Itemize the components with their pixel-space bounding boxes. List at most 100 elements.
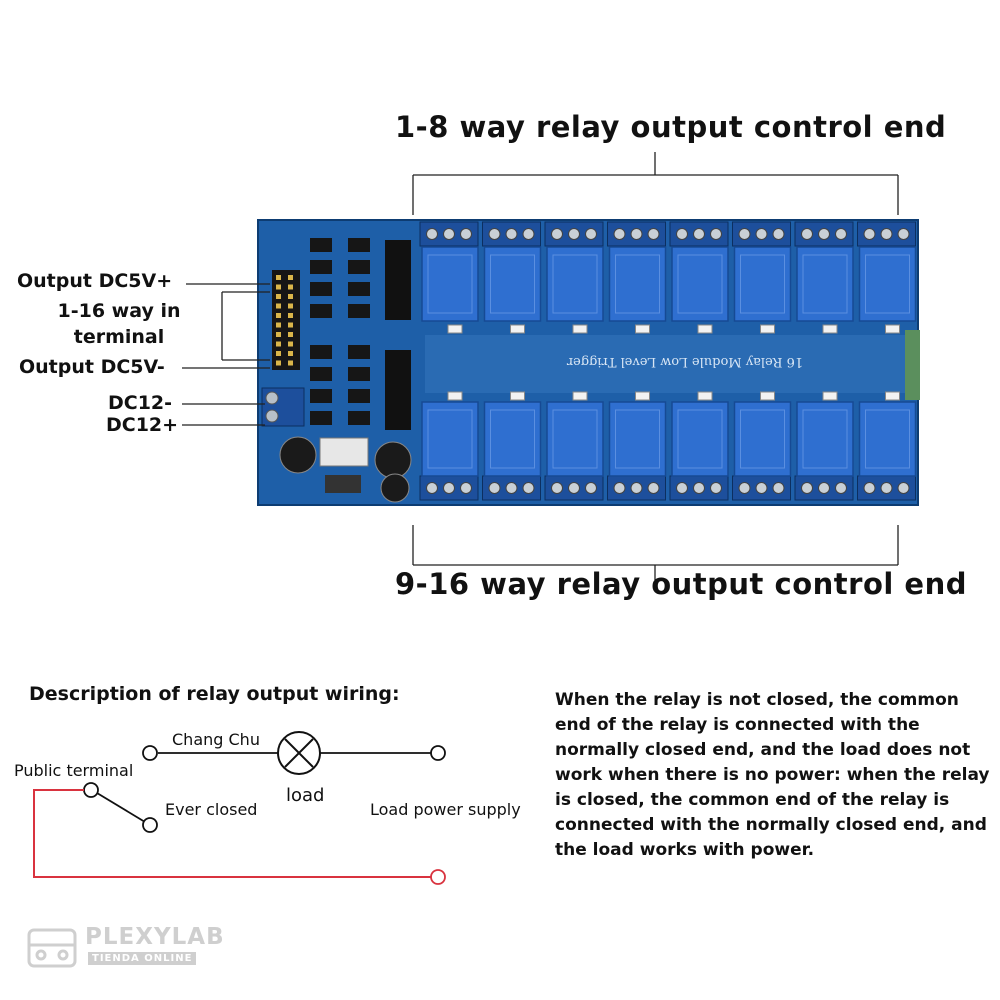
screw bbox=[585, 482, 597, 494]
screw bbox=[460, 482, 472, 494]
relay-label-area bbox=[615, 254, 660, 314]
header-pin bbox=[288, 294, 293, 299]
screw bbox=[488, 228, 501, 240]
relay bbox=[858, 246, 917, 322]
relay bbox=[671, 246, 729, 322]
relay-led bbox=[447, 324, 463, 334]
watermark-name: PLEXYLAB bbox=[85, 924, 225, 950]
relay-label-area bbox=[490, 254, 535, 314]
optocoupler bbox=[310, 238, 332, 252]
input-terminal-label: 1-16 way in terminal bbox=[57, 300, 181, 348]
optocoupler bbox=[310, 304, 332, 318]
screw bbox=[835, 228, 847, 240]
relay-label-area bbox=[802, 254, 848, 314]
header-pin bbox=[276, 341, 281, 347]
optocoupler bbox=[348, 304, 370, 318]
relay-label-area bbox=[740, 254, 785, 314]
screw bbox=[693, 482, 705, 494]
screw bbox=[801, 482, 813, 494]
screw bbox=[443, 482, 455, 494]
screw bbox=[488, 482, 501, 494]
screw bbox=[505, 228, 518, 240]
screw bbox=[551, 228, 563, 240]
header-pin bbox=[288, 313, 293, 318]
wiring-title: Description of relay output wiring: bbox=[29, 683, 400, 705]
dc12-terminal bbox=[261, 387, 305, 427]
top-output-label: 1-8 way relay output control end bbox=[395, 110, 947, 144]
dc12-plus-label: DC12+ bbox=[106, 414, 179, 436]
screw bbox=[801, 228, 813, 240]
screw bbox=[568, 482, 580, 494]
public-terminal bbox=[83, 782, 99, 798]
optocoupler bbox=[310, 345, 332, 359]
relay-led bbox=[635, 324, 650, 334]
header-pin bbox=[276, 322, 281, 328]
relay-label-area bbox=[490, 409, 535, 469]
screw bbox=[551, 482, 563, 494]
screw bbox=[738, 228, 751, 240]
relay bbox=[483, 401, 542, 477]
screw bbox=[835, 482, 847, 494]
driver-chip bbox=[385, 240, 411, 320]
relay-led bbox=[635, 391, 650, 401]
relay bbox=[671, 401, 729, 477]
relay-led bbox=[760, 391, 775, 401]
relay bbox=[858, 401, 917, 477]
pin-header bbox=[272, 270, 300, 370]
header-pin bbox=[288, 341, 293, 347]
relay-array bbox=[419, 221, 917, 501]
optocoupler bbox=[310, 389, 332, 403]
relay-led bbox=[760, 324, 775, 334]
relay bbox=[796, 401, 854, 477]
screw bbox=[613, 228, 626, 240]
relay bbox=[421, 246, 479, 322]
optocoupler bbox=[348, 282, 370, 296]
relay-led bbox=[572, 391, 588, 401]
bottom-output-label: 9-16 way relay output control end bbox=[395, 567, 967, 601]
relay bbox=[796, 246, 854, 322]
relay-label-area bbox=[615, 409, 660, 469]
screw bbox=[710, 482, 722, 494]
load-label: load bbox=[286, 785, 325, 806]
optocoupler bbox=[348, 260, 370, 274]
header-pin bbox=[288, 351, 293, 356]
optocoupler bbox=[310, 367, 332, 381]
screw bbox=[880, 228, 893, 240]
relay-label-area bbox=[427, 254, 473, 314]
relay-led bbox=[510, 324, 525, 334]
screw bbox=[568, 228, 580, 240]
screw bbox=[585, 228, 597, 240]
screw bbox=[630, 482, 643, 494]
optocoupler bbox=[348, 389, 370, 403]
relay-label-area bbox=[677, 254, 723, 314]
relay bbox=[608, 246, 667, 322]
output-5v-minus-label: Output DC5V- bbox=[19, 356, 165, 378]
header-pin bbox=[288, 303, 293, 309]
header-pin bbox=[276, 360, 281, 366]
screw bbox=[755, 228, 768, 240]
screw bbox=[693, 228, 705, 240]
relay-led bbox=[572, 324, 588, 334]
relay-label-area bbox=[802, 409, 848, 469]
component-area bbox=[310, 238, 411, 430]
relay bbox=[546, 401, 604, 477]
header-pin bbox=[288, 322, 293, 328]
screw bbox=[772, 482, 785, 494]
top-bracket bbox=[412, 152, 899, 215]
screw bbox=[426, 482, 438, 494]
relay bbox=[733, 401, 792, 477]
relay-label-area bbox=[552, 254, 598, 314]
output-5v-plus-label: Output DC5V+ bbox=[17, 270, 173, 292]
header-pin bbox=[288, 332, 293, 337]
relay-label-area bbox=[865, 409, 910, 469]
dc12-minus-label: DC12- bbox=[108, 392, 173, 414]
screw bbox=[522, 482, 535, 494]
header-pin bbox=[276, 313, 281, 318]
driver-chip bbox=[385, 350, 411, 430]
screw bbox=[630, 228, 643, 240]
wiring-diagram bbox=[33, 731, 446, 885]
screw bbox=[880, 482, 893, 494]
relay-label-area bbox=[552, 409, 598, 469]
screw bbox=[863, 482, 876, 494]
header-pin bbox=[276, 294, 281, 299]
